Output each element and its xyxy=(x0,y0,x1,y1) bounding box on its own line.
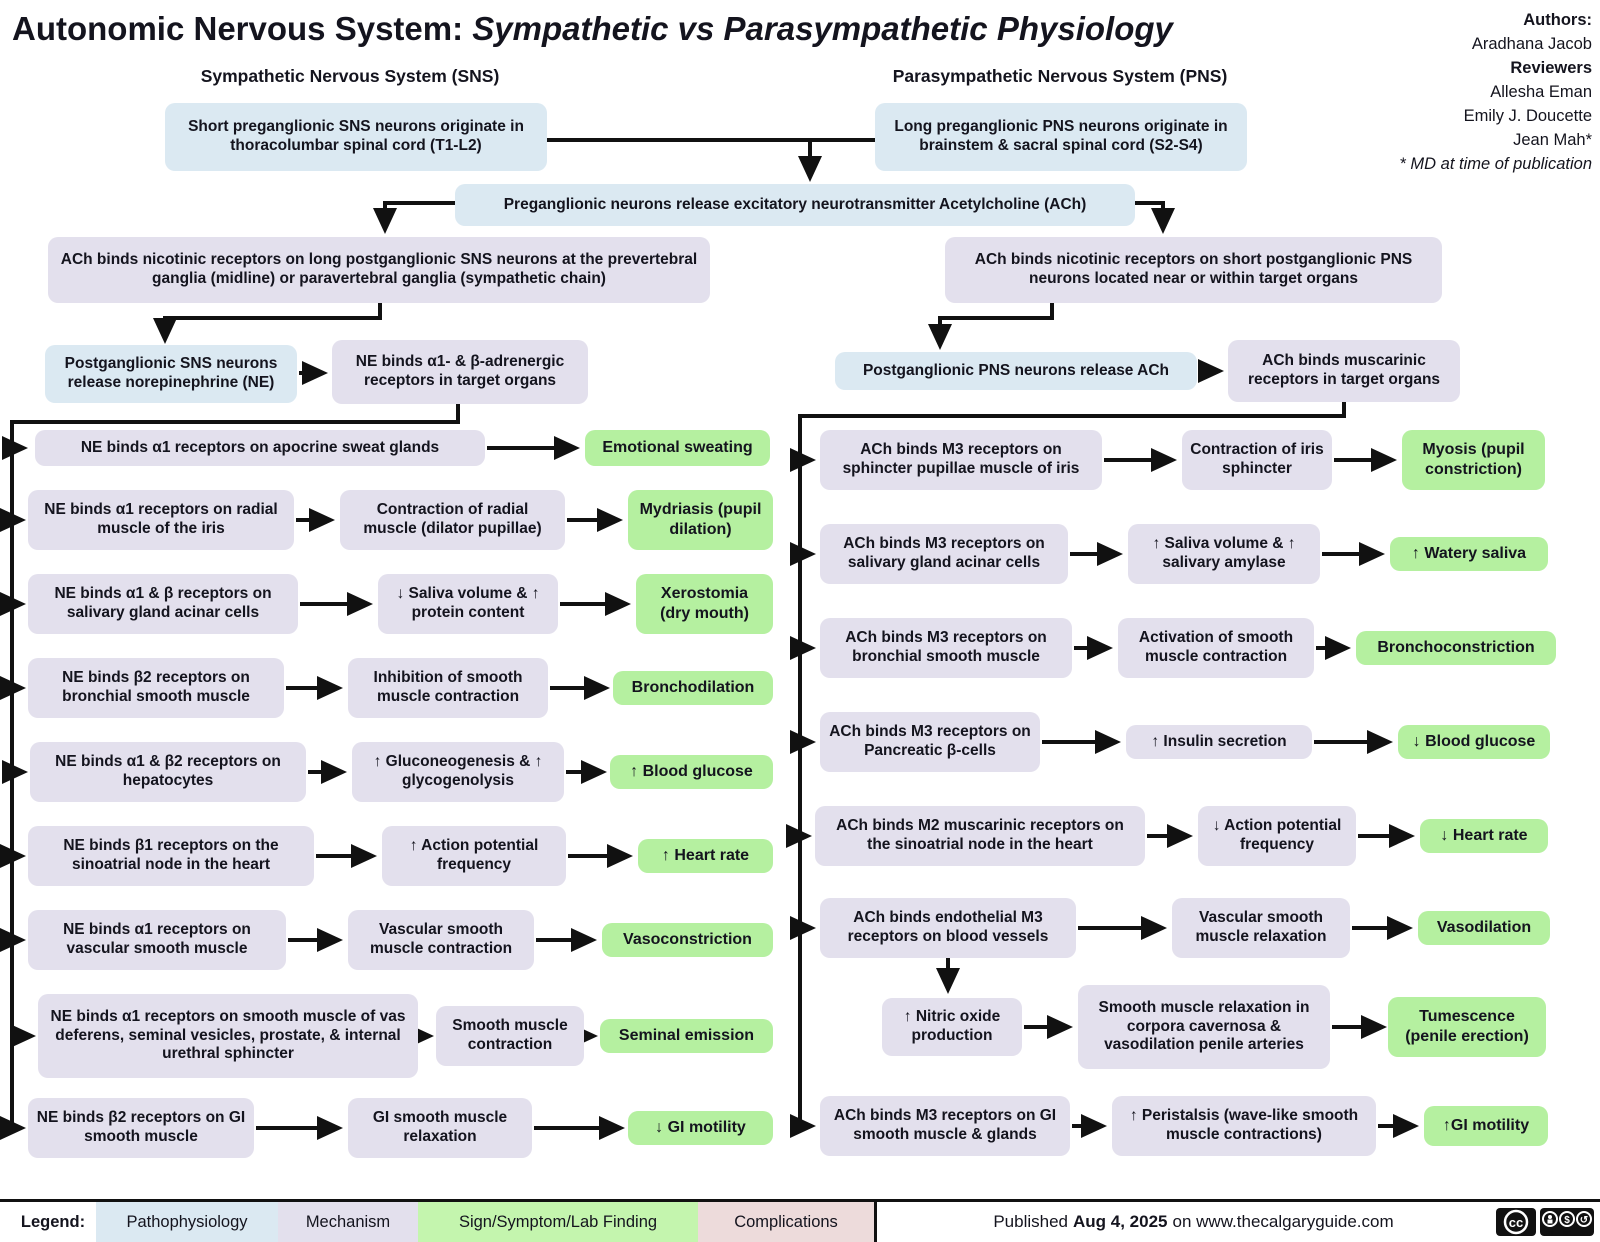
legend-label: Legend: xyxy=(20,1212,86,1231)
sns-receptor-box: NE binds α1- & β-adrenergic receptors in… xyxy=(332,340,588,404)
published-site: on www.thecalgaryguide.com xyxy=(1172,1212,1394,1231)
flow-mechanism-box: Activation of smooth muscle contraction xyxy=(1118,618,1314,678)
flow-effect-box: Tumescence (penile erection) xyxy=(1388,997,1546,1057)
flow-effect-box: ↑ Watery saliva xyxy=(1390,537,1548,571)
flow-cause-box: NE binds β1 receptors on the sinoatrial … xyxy=(28,826,314,886)
flow-effect-box: Emotional sweating xyxy=(585,430,770,466)
flow-effect-box: Vasoconstriction xyxy=(602,923,773,957)
title-subtitle: Sympathetic vs Parasympathetic Physiolog… xyxy=(472,10,1173,47)
flow-cause-box: ACh binds M2 muscarinic receptors on the… xyxy=(815,806,1145,866)
sns-ganglia-box: ACh binds nicotinic receptors on long po… xyxy=(48,237,710,303)
flow-cause-box: NE binds α1 receptors on vascular smooth… xyxy=(28,910,286,970)
svg-text:SA: SA xyxy=(1580,1231,1588,1237)
cc-license-badge: cc $ ↺ BY NC SA xyxy=(1496,1202,1600,1242)
flow-mechanism-box: Smooth muscle contraction xyxy=(436,1006,584,1066)
flow-mechanism-box: Contraction of radial muscle (dilator pu… xyxy=(340,490,565,550)
svg-text:NC: NC xyxy=(1563,1231,1572,1237)
published-prefix: Published xyxy=(993,1212,1069,1231)
flow-mechanism-box: Vascular smooth muscle relaxation xyxy=(1172,898,1350,958)
flow-cause-box: NE binds α1 receptors on radial muscle o… xyxy=(28,490,294,550)
sns-origin-box: Short preganglionic SNS neurons originat… xyxy=(165,103,547,171)
legend-item-sign-symptom: Sign/Symptom/Lab Finding xyxy=(418,1202,698,1242)
author-name: Aradhana Jacob xyxy=(1471,35,1592,53)
ach-release-box: Preganglionic neurons release excitatory… xyxy=(455,184,1135,226)
svg-text:cc: cc xyxy=(1509,1215,1523,1230)
flow-mechanism-box: ↓ Action potential frequency xyxy=(1198,806,1356,866)
reviewers-label: Reviewers xyxy=(1510,59,1592,77)
flow-effect-box: Myosis (pupil constriction) xyxy=(1402,430,1545,490)
flow-effect-box: Bronchodilation xyxy=(613,671,773,705)
flow-cause-box: NE binds α1 & β receptors on salivary gl… xyxy=(28,574,298,634)
flow-cause-box: ACh binds M3 receptors on Pancreatic β-c… xyxy=(820,712,1040,772)
flow-mechanism-box: GI smooth muscle relaxation xyxy=(348,1098,532,1158)
reviewer-name: Jean Mah* xyxy=(1513,131,1592,149)
flow-cause-box: ↑ Nitric oxide production xyxy=(882,998,1022,1056)
flow-mechanism-box: ↑ Peristalsis (wave-like smooth muscle c… xyxy=(1112,1096,1376,1156)
flow-mechanism-box: Smooth muscle relaxation in corpora cave… xyxy=(1078,985,1330,1069)
flow-mechanism-box: Inhibition of smooth muscle contraction xyxy=(348,658,548,718)
sns-column-header: Sympathetic Nervous System (SNS) xyxy=(200,66,500,86)
publication-line: Published Aug 4, 2025 on www.thecalgaryg… xyxy=(874,1202,1496,1242)
flow-cause-box: NE binds β2 receptors on GI smooth muscl… xyxy=(28,1098,254,1158)
credits-block: Authors: Aradhana Jacob Reviewers Allesh… xyxy=(1399,8,1592,176)
pns-ganglia-box: ACh binds nicotinic receptors on short p… xyxy=(945,237,1442,303)
flow-mechanism-box: Contraction of iris sphincter xyxy=(1182,430,1332,490)
flow-cause-box: ACh binds M3 receptors on GI smooth musc… xyxy=(820,1096,1070,1156)
flow-effect-box: Vasodilation xyxy=(1418,911,1550,945)
pns-postganglionic-box: Postganglionic PNS neurons release ACh xyxy=(835,352,1197,390)
reviewer-name: Allesha Eman xyxy=(1490,83,1592,101)
flow-effect-box: ↓ Blood glucose xyxy=(1398,725,1550,759)
legend-item-complications: Complications xyxy=(698,1202,874,1242)
svg-text:$: $ xyxy=(1564,1215,1570,1226)
flow-effect-box: Bronchoconstriction xyxy=(1356,631,1556,665)
pns-origin-box: Long preganglionic PNS neurons originate… xyxy=(875,103,1247,171)
flow-cause-box: NE binds β2 receptors on bronchial smoot… xyxy=(28,658,284,718)
svg-text:BY: BY xyxy=(1546,1231,1554,1237)
svg-text:↺: ↺ xyxy=(1580,1215,1588,1226)
legend-item-mechanism: Mechanism xyxy=(278,1202,418,1242)
flow-effect-box: ↓ GI motility xyxy=(628,1111,773,1145)
legend-item-pathophysiology: Pathophysiology xyxy=(96,1202,278,1242)
reviewer-name: Emily J. Doucette xyxy=(1463,107,1592,125)
flow-effect-box: ↑ Heart rate xyxy=(638,839,773,873)
flow-mechanism-box: Vascular smooth muscle contraction xyxy=(348,910,534,970)
sns-postganglionic-box: Postganglionic SNS neurons release norep… xyxy=(45,345,297,403)
page-title: Autonomic Nervous System: Sympathetic vs… xyxy=(12,10,1173,48)
flow-mechanism-box: ↑ Gluconeogenesis & ↑ glycogenolysis xyxy=(352,742,564,802)
cc-by-nc-sa-icon: cc $ ↺ BY NC SA xyxy=(1496,1208,1594,1237)
pns-receptor-box: ACh binds muscarinic receptors in target… xyxy=(1228,340,1460,402)
flow-effect-box: ↓ Heart rate xyxy=(1420,819,1548,853)
flow-cause-box: ACh binds M3 receptors on salivary gland… xyxy=(820,524,1068,584)
flow-mechanism-box: ↑ Action potential frequency xyxy=(382,826,566,886)
flow-effect-box: Mydriasis (pupil dilation) xyxy=(628,490,773,550)
flow-cause-box: NE binds α1 receptors on apocrine sweat … xyxy=(35,430,485,466)
authors-label: Authors: xyxy=(1523,11,1592,29)
title-main: Autonomic Nervous System: xyxy=(12,10,464,47)
flow-cause-box: ACh binds endothelial M3 receptors on bl… xyxy=(820,898,1076,958)
flow-cause-box: ACh binds M3 receptors on bronchial smoo… xyxy=(820,618,1072,678)
flow-effect-box: Seminal emission xyxy=(600,1019,773,1053)
pns-column-header: Parasympathetic Nervous System (PNS) xyxy=(892,66,1228,86)
flow-effect-box: ↑GI motility xyxy=(1424,1106,1548,1146)
flow-mechanism-box: ↑ Insulin secretion xyxy=(1126,725,1312,759)
credits-note: * MD at time of publication xyxy=(1399,155,1592,173)
legend-bar: Legend: Pathophysiology Mechanism Sign/S… xyxy=(0,1199,1600,1242)
published-date: Aug 4, 2025 xyxy=(1073,1212,1168,1231)
flow-effect-box: ↑ Blood glucose xyxy=(610,755,773,789)
flow-cause-box: NE binds α1 receptors on smooth muscle o… xyxy=(38,994,418,1078)
flow-cause-box: ACh binds M3 receptors on sphincter pupi… xyxy=(820,430,1102,490)
flow-effect-box: Xerostomia (dry mouth) xyxy=(636,574,773,634)
flow-cause-box: NE binds α1 & β2 receptors on hepatocyte… xyxy=(30,742,306,802)
flow-mechanism-box: ↓ Saliva volume & ↑ protein content xyxy=(378,574,558,634)
flow-mechanism-box: ↑ Saliva volume & ↑ salivary amylase xyxy=(1128,524,1320,584)
